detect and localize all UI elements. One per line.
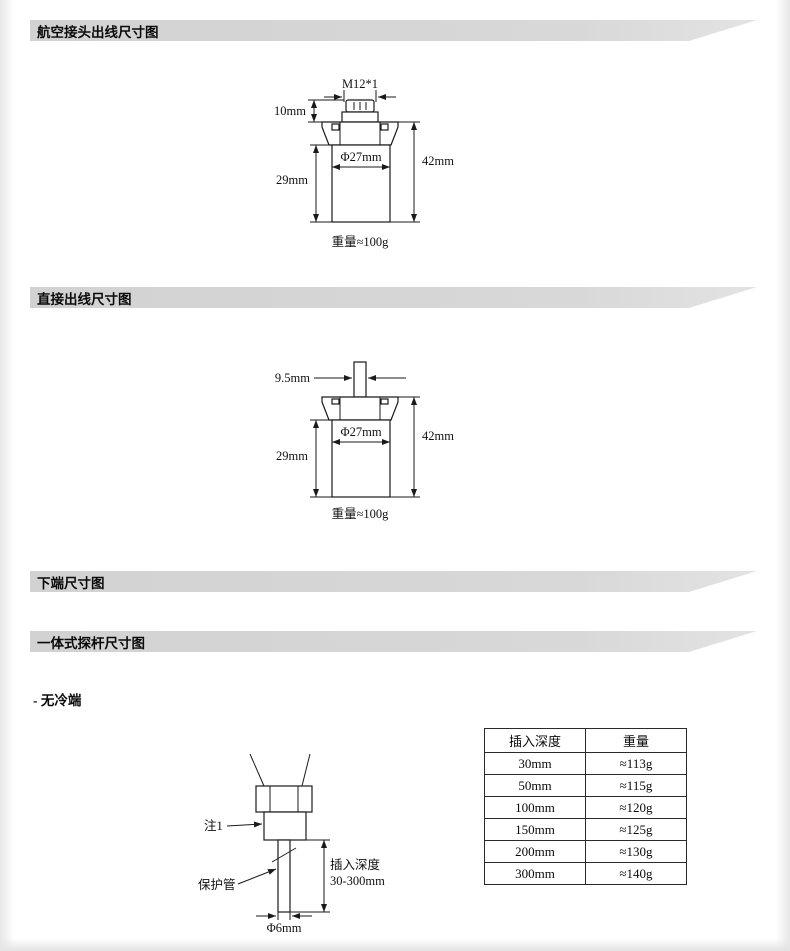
dim-total-height: 42mm [422, 429, 454, 443]
section-header-lower-end: 下端尺寸图 [30, 571, 757, 592]
weight-label: 重量≈100g [332, 506, 390, 521]
section-title: 航空接头出线尺寸图 [37, 24, 159, 40]
probe-figure [249, 753, 313, 913]
section-title: 下端尺寸图 [37, 575, 105, 591]
dim-stem-width: 9.5mm [275, 371, 310, 385]
insertion-depth-label: 插入深度 [330, 857, 381, 872]
cell-weight: ≈120g [585, 796, 687, 819]
table-row: 50mm ≈115g [484, 774, 687, 797]
probe-diagram: 注1 保护管 插入深度 30-300mm Φ6mm [198, 753, 385, 935]
cell-depth: 150mm [484, 818, 586, 841]
dim-total-height: 42mm [422, 154, 454, 168]
cell-weight: ≈140g [585, 862, 687, 885]
cell-weight: ≈115g [585, 774, 687, 797]
cell-depth: 30mm [484, 752, 586, 775]
cell-weight: ≈130g [585, 840, 687, 863]
table-row: 300mm ≈140g [484, 862, 687, 885]
dimension-lines [310, 375, 420, 498]
dim-thread-label: M12*1 [342, 77, 378, 91]
table-row: 100mm ≈120g [484, 796, 687, 819]
note-label: 注1 [204, 818, 223, 833]
connector-figure [321, 361, 399, 498]
dim-diameter: Φ27mm [340, 150, 381, 164]
dim-diameter: Φ27mm [340, 425, 381, 439]
section-header-direct-outlet: 直接出线尺寸图 [30, 287, 757, 308]
dimension-lines [226, 821, 330, 920]
page-bottom-shade [0, 938, 790, 951]
weight-label: 重量≈100g [332, 234, 390, 249]
cell-weight: ≈113g [585, 752, 687, 775]
tip-diameter-label: Φ6mm [267, 921, 302, 935]
section-header-integrated-probe: 一体式探杆尺寸图 [30, 631, 757, 652]
table-row: 200mm ≈130g [484, 840, 687, 863]
section-title: 一体式探杆尺寸图 [37, 635, 145, 651]
table-header-row: 插入深度 重量 [484, 728, 687, 753]
section-header-aviation-connector: 航空接头出线尺寸图 [30, 20, 757, 41]
direct-outlet-diagram: 9.5mm Φ27mm 29mm 42mm 重量≈100g [275, 361, 454, 521]
dim-body-height: 29mm [276, 449, 308, 463]
aviation-connector-diagram: M12*1 10mm Φ27mm 29mm 42mm 重量≈100g [274, 77, 454, 249]
dim-body-height: 29mm [276, 173, 308, 187]
col-header-depth: 插入深度 [484, 728, 586, 753]
cell-depth: 300mm [484, 862, 586, 885]
probe-subtitle: - 无冷端 [33, 693, 82, 708]
section-title: 直接出线尺寸图 [37, 291, 132, 307]
table-row: 30mm ≈113g [484, 752, 687, 775]
dim-cap-height: 10mm [274, 104, 306, 118]
table-row: 150mm ≈125g [484, 818, 687, 841]
col-header-weight: 重量 [585, 728, 687, 753]
dimension-lines [308, 90, 420, 223]
protective-tube-label: 保护管 [198, 877, 236, 892]
page-left-shade [0, 0, 14, 951]
insertion-depth-weight-table: 插入深度 重量 30mm ≈113g 50mm ≈115g 100mm ≈120… [484, 728, 687, 885]
cell-depth: 50mm [484, 774, 586, 797]
cell-depth: 100mm [484, 796, 586, 819]
cell-weight: ≈125g [585, 818, 687, 841]
page-right-shade [776, 0, 790, 951]
insertion-depth-range: 30-300mm [330, 874, 385, 888]
cell-depth: 200mm [484, 840, 586, 863]
